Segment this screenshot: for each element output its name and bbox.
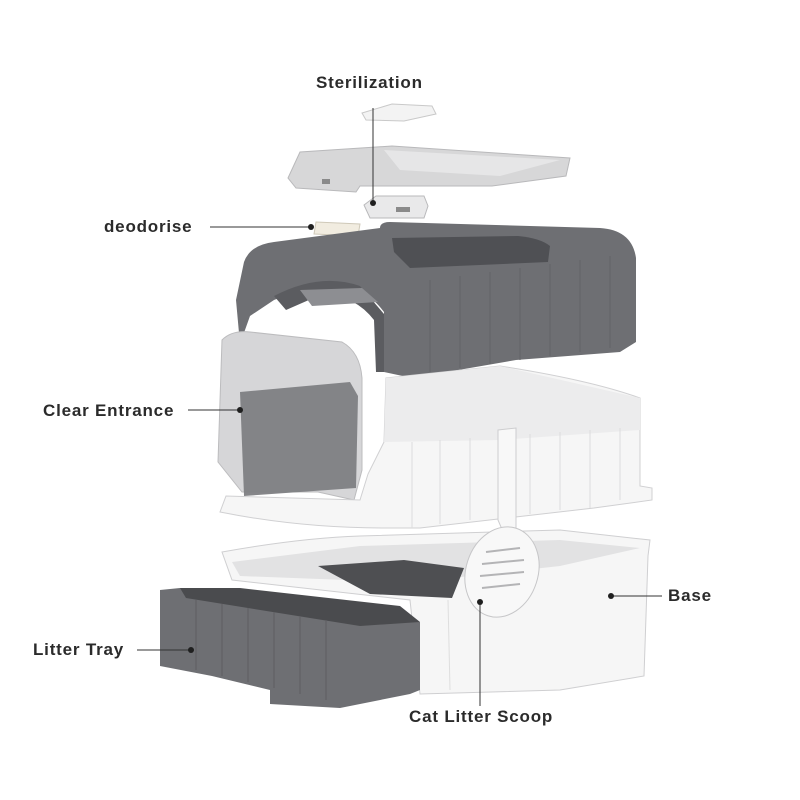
label-clear-entrance: Clear Entrance bbox=[43, 401, 174, 421]
label-sterilization: Sterilization bbox=[316, 73, 423, 93]
label-deodorise: deodorise bbox=[104, 217, 192, 237]
leader-deodorise bbox=[210, 224, 314, 230]
label-cat-litter-scoop: Cat Litter Scoop bbox=[409, 707, 553, 727]
label-base: Base bbox=[668, 586, 712, 606]
litter-tray-drawer bbox=[160, 588, 420, 708]
sterilization-module bbox=[364, 196, 428, 218]
label-litter-tray: Litter Tray bbox=[33, 640, 124, 660]
top-lid-flap bbox=[288, 146, 570, 192]
clear-entrance-door bbox=[218, 332, 362, 500]
